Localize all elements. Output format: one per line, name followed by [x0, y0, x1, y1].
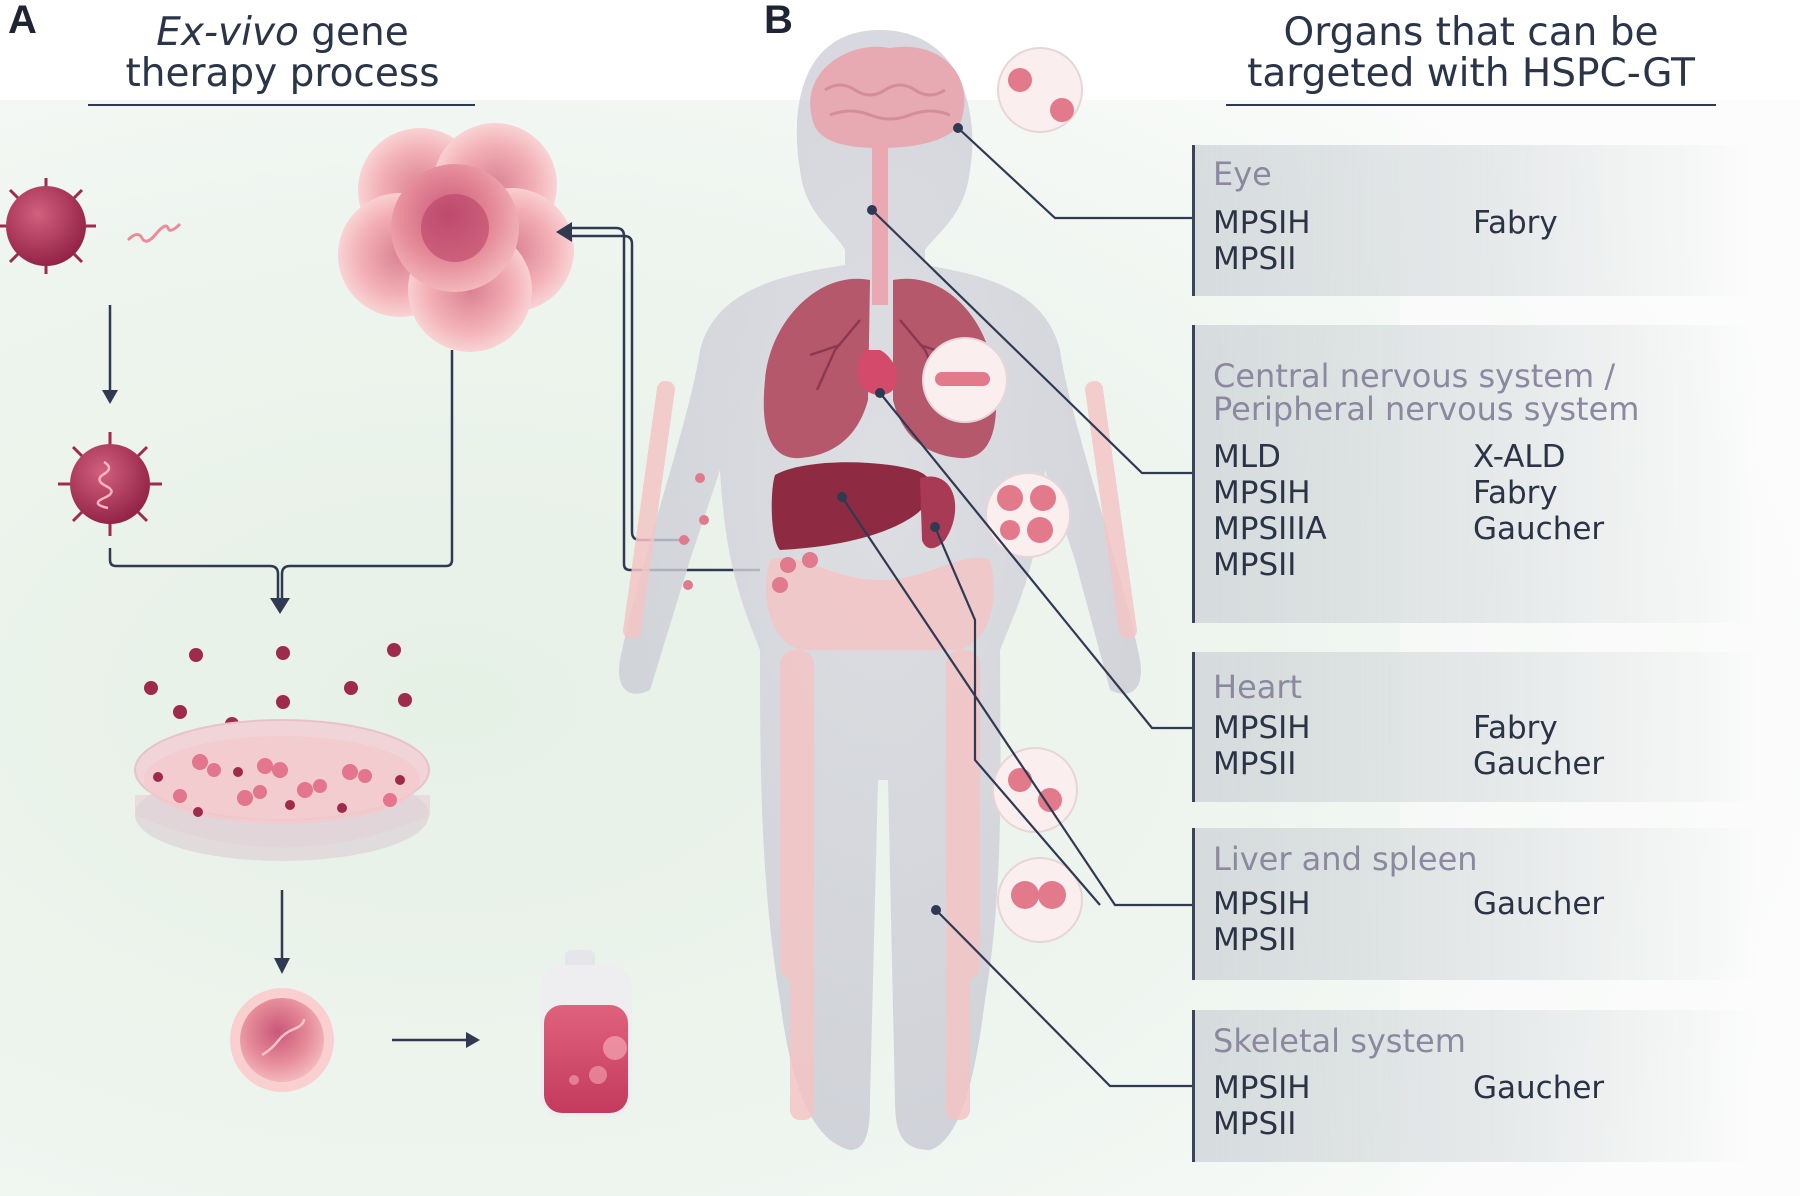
panel-b-heading-line1: Organs that can be: [1283, 10, 1659, 55]
disease-label: MPSIIIA: [1213, 511, 1327, 547]
panel-a-heading-italic: Ex-vivo: [156, 10, 299, 55]
panel-b-heading-line2: targeted with HSPC-GT: [1247, 51, 1695, 96]
disease-label: Fabry: [1473, 710, 1558, 746]
panel-a-letter: A: [8, 0, 37, 42]
disease-label: Gaucher: [1473, 511, 1605, 547]
disease-label: MPSII: [1213, 922, 1297, 958]
disease-label: MPSIH: [1213, 475, 1311, 511]
disease-label: MPSII: [1213, 547, 1297, 583]
organ-box-eye: Eye MPSIH MPSII Fabry: [1192, 145, 1755, 296]
disease-label: Gaucher: [1473, 886, 1605, 922]
organ-title: Liver and spleen: [1213, 840, 1478, 878]
liver-spleen-icon: [771, 462, 956, 550]
organ-box-heart: Heart MPSIH MPSII Fabry Gaucher: [1192, 652, 1755, 802]
organ-box-liver-spleen: Liver and spleen MPSIH MPSII Gaucher: [1192, 828, 1755, 980]
disease-label: MPSIH: [1213, 886, 1311, 922]
organ-title: Heart: [1213, 668, 1303, 706]
magnified-tissue-bubbles: [922, 47, 1083, 943]
disease-label: MPSII: [1213, 746, 1297, 782]
disease-label: MPSII: [1213, 1106, 1297, 1142]
disease-label: MPSIH: [1213, 205, 1311, 241]
disease-label: Fabry: [1473, 475, 1558, 511]
organ-title: Eye: [1213, 155, 1272, 193]
panel-a-heading: Ex-vivo gene therapy process: [90, 12, 475, 94]
panel-b-letter: B: [764, 0, 793, 42]
organ-box-skeletal-system: Skeletal system MPSIH MPSII Gaucher: [1192, 1010, 1755, 1162]
skeleton-icon: [623, 381, 1137, 1120]
panel-a-heading-line2: therapy process: [125, 51, 440, 96]
loaded-virus-icon: [58, 432, 162, 536]
organ-box-nervous-system: Central nervous system / Peripheral nerv…: [1192, 325, 1755, 623]
organ-title: Skeletal system: [1213, 1022, 1466, 1060]
disease-label: Fabry: [1473, 205, 1558, 241]
virus-icon: [0, 178, 96, 274]
petri-dish-icon: [134, 719, 430, 861]
brain-icon: [810, 46, 965, 305]
panel-a-heading-rule: [88, 104, 475, 106]
disease-label: MPSII: [1213, 241, 1297, 277]
organ-title: Central nervous system /: [1213, 357, 1616, 395]
panel-a-heading-rest: gene: [298, 10, 409, 55]
disease-label: MPSIH: [1213, 710, 1311, 746]
panel-b-heading-rule: [1226, 104, 1716, 106]
organ-title-line2: Peripheral nervous system: [1213, 390, 1640, 428]
viral-particles: [144, 643, 412, 737]
disease-label: Gaucher: [1473, 1070, 1605, 1106]
disease-label: MLD: [1213, 439, 1281, 475]
rna-strand-icon: [126, 222, 182, 243]
disease-label: MPSIH: [1213, 1070, 1311, 1106]
disease-label: Gaucher: [1473, 746, 1605, 782]
infusion-bag-icon: [540, 950, 632, 1117]
leader-lines: [841, 127, 1192, 1088]
disease-label: X-ALD: [1473, 439, 1566, 475]
corrected-cell-icon: [230, 988, 334, 1092]
stem-cell-cluster-icon: [338, 123, 574, 352]
panel-b-heading: Organs that can be targeted with HSPC-GT: [1226, 12, 1716, 94]
bone-marrow-cells: [679, 473, 818, 593]
